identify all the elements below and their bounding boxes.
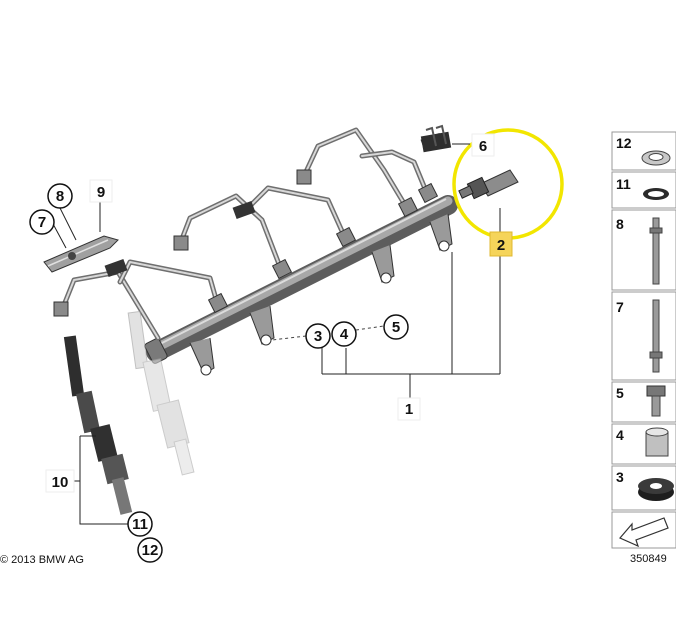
legend-item-3-label: 3 xyxy=(616,469,624,485)
callout-11[interactable]: 11 xyxy=(127,511,153,537)
spacer-sleeve-icon xyxy=(645,427,669,457)
callout-9-label: 9 xyxy=(97,184,105,201)
legend-item-3[interactable]: 3 xyxy=(611,465,676,511)
copyright-text: © 2013 BMW AG xyxy=(0,554,84,566)
stud-bolt-icon xyxy=(649,299,663,373)
callout-7-label: 7 xyxy=(38,214,46,231)
callout-6-label: 6 xyxy=(479,138,487,155)
callout-9[interactable]: 9 xyxy=(89,179,113,203)
callout-3[interactable]: 3 xyxy=(305,323,331,349)
seal-ring-icon xyxy=(641,150,671,166)
parts-legend: 12 11 8 7 xyxy=(611,131,676,549)
callout-5-label: 5 xyxy=(392,319,400,336)
callout-6[interactable]: 6 xyxy=(471,133,495,157)
callout-10[interactable]: 10 xyxy=(45,469,75,493)
leader-lines xyxy=(51,143,501,525)
legend-item-7-label: 7 xyxy=(616,299,624,315)
legend-item-11-label: 11 xyxy=(616,176,631,192)
hex-bolt-icon xyxy=(646,385,666,417)
legend-item-8-label: 8 xyxy=(616,216,624,232)
diagram-number: 350849 xyxy=(630,553,667,565)
legend-item-5-label: 5 xyxy=(616,385,624,401)
legend-item-7[interactable]: 7 xyxy=(611,291,676,381)
legend-item-12-label: 12 xyxy=(616,135,632,151)
arrow-icon xyxy=(619,517,669,548)
long-stud-icon xyxy=(649,217,663,285)
callout-11-label: 11 xyxy=(132,516,148,533)
callout-5[interactable]: 5 xyxy=(383,314,409,340)
fuel-rail xyxy=(144,195,458,376)
callout-8-label: 8 xyxy=(56,188,64,205)
injector-dark xyxy=(63,335,133,515)
callout-12[interactable]: 12 xyxy=(137,537,163,563)
callout-7[interactable]: 7 xyxy=(29,209,55,235)
callout-10-label: 10 xyxy=(52,474,69,491)
legend-item-12[interactable]: 12 xyxy=(611,131,676,171)
callout-4[interactable]: 4 xyxy=(331,321,357,347)
callout-8[interactable]: 8 xyxy=(47,183,73,209)
callout-4-label: 4 xyxy=(340,326,349,343)
callout-1-label: 1 xyxy=(405,401,413,418)
pipe-clip-part-6 xyxy=(420,124,452,153)
callout-2-label: 2 xyxy=(497,237,505,254)
injector-ghost xyxy=(127,310,195,476)
legend-item-4-label: 4 xyxy=(616,427,624,443)
injector-bracket xyxy=(43,235,119,273)
o-ring-icon xyxy=(643,188,669,200)
callout-12-label: 12 xyxy=(142,542,159,559)
legend-item-4[interactable]: 4 xyxy=(611,423,676,465)
rubber-grommet-icon xyxy=(638,478,674,501)
legend-item-5[interactable]: 5 xyxy=(611,381,676,423)
legend-item-11[interactable]: 11 xyxy=(611,171,676,209)
legend-item-8[interactable]: 8 xyxy=(611,209,676,291)
callout-1[interactable]: 1 xyxy=(397,397,421,421)
key-arrow-box xyxy=(611,511,676,549)
injector-pipes xyxy=(53,127,444,341)
callout-2[interactable]: 2 xyxy=(489,231,513,257)
pressure-sensor xyxy=(458,169,519,200)
callout-3-label: 3 xyxy=(314,328,322,345)
